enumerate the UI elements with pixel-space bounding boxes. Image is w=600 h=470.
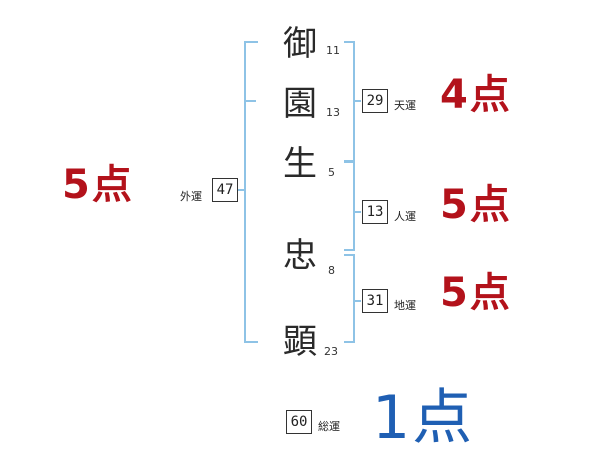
souun-label: 総運 [318, 420, 340, 433]
chiun-bracket-tick [355, 300, 361, 302]
gaiun-value-box: 47 [212, 178, 238, 202]
jinun-label: 人運 [394, 210, 416, 223]
chiun-score: 5点 [440, 270, 512, 316]
chiun-bracket [344, 254, 355, 343]
stroke-count-3: 5 [328, 166, 335, 179]
name-char-3: 生 [283, 144, 317, 184]
stroke-count-1: 11 [326, 44, 340, 57]
gaiun-bracket-tick [236, 189, 244, 191]
name-char-2: 園 [283, 84, 317, 124]
tenun-label: 天運 [394, 99, 416, 112]
chiun-label: 地運 [394, 299, 416, 312]
name-char-1: 御 [283, 24, 317, 64]
jinun-bracket [344, 160, 355, 251]
name-char-5: 顕 [283, 322, 317, 362]
jinun-value-box: 13 [362, 200, 388, 224]
tenun-score: 4点 [440, 72, 512, 118]
gaiun-label: 外運 [180, 190, 202, 203]
chiun-value-box: 31 [362, 289, 388, 313]
gaiun-score: 5点 [62, 162, 134, 208]
tenun-bracket [344, 41, 355, 163]
stroke-count-2: 13 [326, 106, 340, 119]
gaiun-bracket-middle [244, 100, 256, 102]
souun-value-box: 60 [286, 410, 312, 434]
name-char-4: 忠 [283, 236, 317, 276]
jinun-bracket-tick [355, 211, 361, 213]
jinun-score: 5点 [440, 182, 512, 228]
souun-score: 1点 [372, 383, 475, 453]
stroke-count-4: 8 [328, 264, 335, 277]
tenun-value-box: 29 [362, 89, 388, 113]
stroke-count-5: 23 [324, 345, 338, 358]
gaiun-bracket [244, 41, 258, 343]
tenun-bracket-tick [355, 100, 361, 102]
